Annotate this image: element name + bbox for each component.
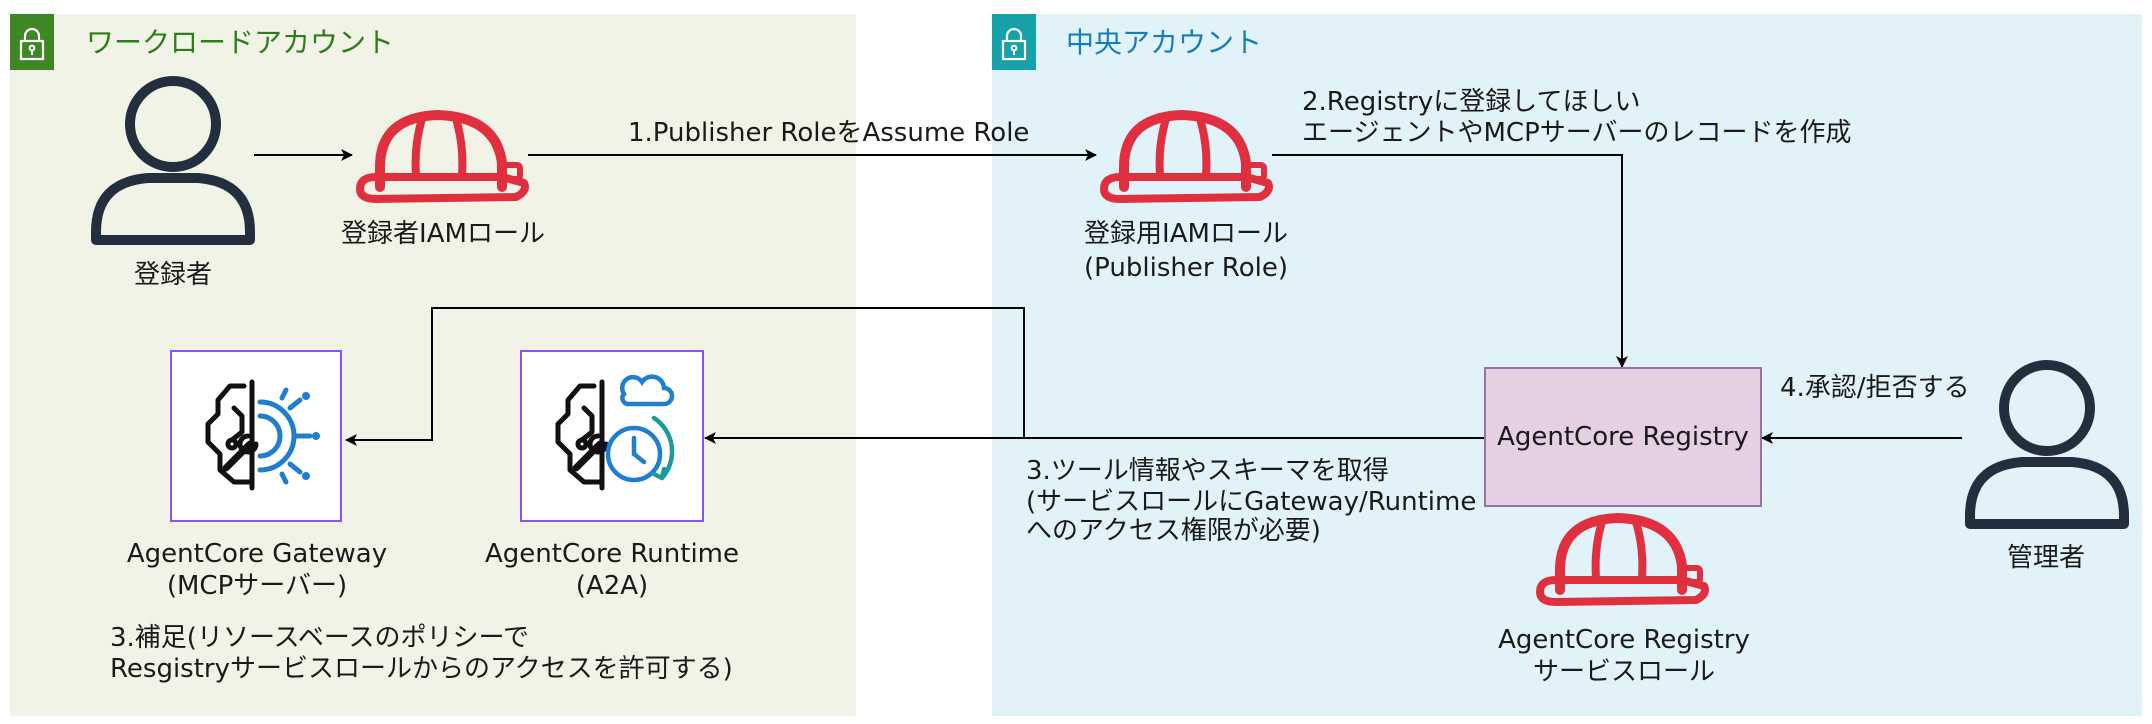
fetch-edge-label-line2: (サービスロールにGateway/Runtime [1026, 487, 1477, 517]
agentcore-runtime-icon-box [520, 350, 704, 522]
agentcore-runtime-label-line1: AgentCore Runtime [485, 539, 739, 569]
agentcore-gateway-label-line2: (MCPサーバー) [166, 571, 348, 601]
assume-role-edge-label: 1.Publisher RoleをAssume Role [628, 118, 1030, 148]
agentcore-registry-label: AgentCore Registry [1497, 422, 1749, 452]
central-account-lock-icon [992, 14, 1036, 70]
registry-service-role-helmet-icon [1536, 513, 1709, 606]
register-edge-label-line2: エージェントやMCPサーバーのレコードを作成 [1302, 118, 1852, 148]
edge-registry-to-gateway [345, 307, 1025, 446]
central-account-title: 中央アカウント [1066, 26, 1263, 59]
publisher-role-label-line2: (Publisher Role) [1084, 253, 1288, 283]
admin-person-icon [1965, 360, 2129, 529]
admin-label: 管理者 [2006, 543, 2086, 573]
edge-register-record [1272, 154, 1628, 368]
runtime-brain-clock-icon [555, 374, 675, 491]
workload-account-title: ワークロードアカウント [86, 26, 395, 59]
registrant-person-icon [91, 76, 255, 245]
register-edge-label-line1: 2.Registryに登録してほしい [1302, 87, 1641, 117]
agentcore-gateway-label-line1: AgentCore Gateway [126, 539, 388, 569]
gateway-brain-gear-icon [205, 379, 320, 491]
fetch-edge-label-line3: へのアクセス権限が必要) [1026, 516, 1321, 546]
registrant-role-helmet-icon [356, 110, 529, 203]
workload-account-lock-icon [10, 14, 54, 70]
approve-edge-label: 4.承認/拒否する [1780, 373, 1970, 403]
registry-service-role-label-line2: サービスロール [1532, 657, 1716, 687]
supplementary-note-line2: Resgistryサービスロールからのアクセスを許可する) [110, 654, 733, 684]
registrant-role-label: 登録者IAMロール [341, 219, 545, 249]
publisher-role-label-line1: 登録用IAMロール [1084, 219, 1288, 249]
agentcore-runtime-label-line2: (A2A) [575, 571, 649, 601]
agentcore-registry-box: AgentCore Registry [1484, 367, 1762, 507]
agentcore-gateway-icon-box [170, 350, 342, 522]
publisher-role-helmet-icon [1100, 110, 1273, 203]
supplementary-note-line1: 3.補足(リソースベースのポリシーで [110, 623, 529, 653]
registrant-label: 登録者 [133, 260, 213, 290]
fetch-edge-label-line1: 3.ツール情報やスキーマを取得 [1026, 456, 1389, 486]
registry-service-role-label-line1: AgentCore Registry [1498, 625, 1750, 655]
